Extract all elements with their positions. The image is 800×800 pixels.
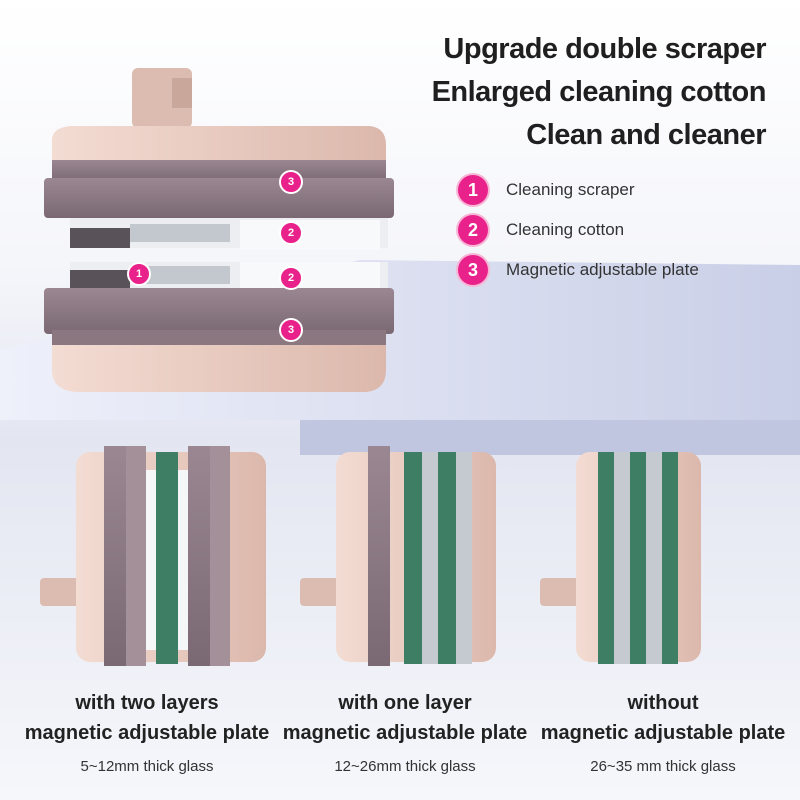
callout-badge-3-top: 3	[279, 170, 303, 194]
headline-line-3: Clean and cleaner	[526, 119, 766, 151]
caption-glass-thickness: 5~12mm thick glass	[80, 758, 214, 775]
caption-title: with one layer	[338, 692, 472, 714]
caption-subtitle: magnetic adjustable plate	[24, 722, 270, 744]
headline: Upgrade double scraper Enlarged cleaning…	[431, 28, 767, 157]
legend-label: Cleaning cotton	[506, 220, 625, 239]
caption-without: without magnetic adjustable plate 26~35 …	[528, 688, 798, 775]
legend-badge: 3	[458, 255, 488, 285]
glass-shelf-edge	[300, 420, 800, 455]
caption-one-layer: with one layer magnetic adjustable plate…	[270, 688, 540, 775]
variant-two-layers-illustration	[40, 446, 266, 666]
caption-glass-thickness: 26~35 mm thick glass	[590, 758, 736, 775]
legend-item-scraper: 1 Cleaning scraper	[458, 170, 699, 210]
legend-label: Magnetic adjustable plate	[506, 260, 699, 279]
headline-line-2: Enlarged cleaning cotton	[431, 76, 767, 108]
callout-badge-3-bottom: 3	[279, 318, 303, 342]
main-wiper	[44, 68, 394, 392]
legend-item-cotton: 2 Cleaning cotton	[458, 210, 699, 250]
variant-without-illustration	[540, 452, 701, 664]
parts-legend: 1 Cleaning scraper 2 Cleaning cotton 3 M…	[458, 170, 699, 290]
caption-two-layers: with two layers magnetic adjustable plat…	[12, 688, 282, 775]
caption-subtitle: magnetic adjustable plate	[282, 722, 528, 744]
legend-item-plate: 3 Magnetic adjustable plate	[458, 250, 699, 290]
callout-badge-2-bottom: 2	[279, 266, 303, 290]
headline-line-1: Upgrade double scraper	[443, 33, 766, 65]
callout-badge-1: 1	[127, 262, 151, 286]
caption-title: without	[627, 692, 699, 714]
caption-subtitle: magnetic adjustable plate	[540, 722, 786, 744]
legend-label: Cleaning scraper	[506, 180, 635, 199]
legend-badge: 2	[458, 215, 488, 245]
callout-badge-2-top: 2	[279, 221, 303, 245]
variant-one-layer-illustration	[300, 446, 496, 666]
caption-title: with two layers	[75, 692, 219, 714]
legend-badge: 1	[458, 175, 488, 205]
caption-glass-thickness: 12~26mm thick glass	[334, 758, 476, 775]
